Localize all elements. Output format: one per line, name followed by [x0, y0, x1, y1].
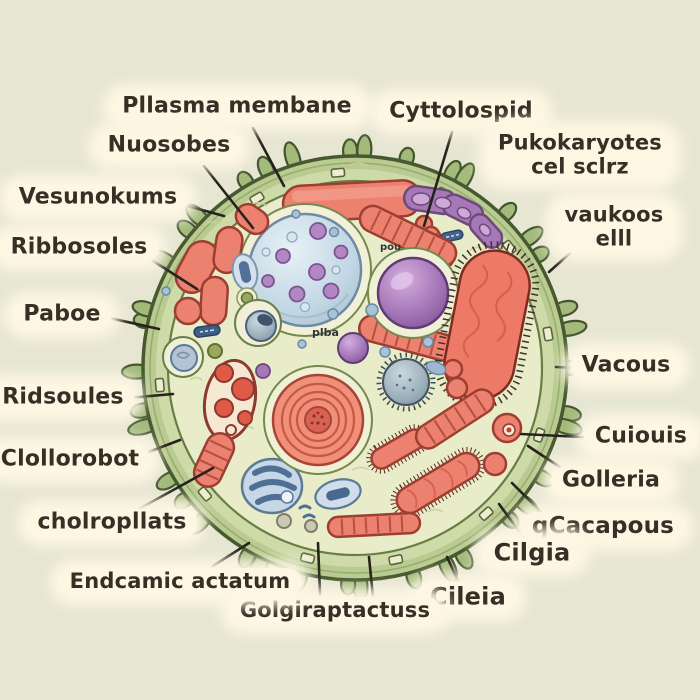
organelle-red-sac	[202, 358, 258, 442]
leader-line-cyttolospid	[422, 130, 454, 228]
organelle-purple-vesicle-b	[255, 363, 271, 379]
membrane-gate	[249, 191, 265, 206]
micro-text-plba: plba	[312, 326, 339, 339]
membrane-gate	[154, 377, 165, 393]
organelle-grey-sphere-a	[234, 299, 282, 347]
organelle-blue-oval	[314, 478, 362, 510]
cell: pou plba	[120, 134, 588, 603]
organelle-segmented-rod-e	[326, 511, 422, 539]
organelle-red-capsules-left	[173, 202, 270, 327]
organelle-segmented-rod-b	[358, 204, 458, 268]
leader-line-cileia	[445, 555, 461, 585]
membrane-gate	[197, 486, 213, 502]
membrane-gate	[299, 552, 316, 565]
organelle-small-vesicles	[161, 209, 447, 376]
membrane-gate	[478, 506, 494, 521]
organelle-grey-vesicle-b	[304, 519, 318, 533]
organelle-nucleus	[238, 203, 372, 337]
organelle-blue-cluster	[240, 457, 316, 519]
organelle-purple-sphere	[367, 247, 459, 339]
leader-line-qcacapous	[510, 481, 548, 519]
organelle-blue-vesicles-left	[193, 253, 259, 338]
leader-line-nuosobes	[202, 164, 255, 230]
organelle-red-vesicle-d	[445, 376, 469, 400]
organelle-red-ear	[491, 412, 523, 444]
organelle-red-vesicle-c	[442, 358, 464, 380]
organelle-concentric-body	[263, 365, 373, 475]
organelle-grey-sphere-b	[162, 336, 204, 378]
organelle-red-vesicle-b	[482, 451, 508, 477]
leader-line-golgiraptactuss	[367, 555, 375, 599]
leader-line-endcamic-actatum	[211, 541, 251, 568]
organelle-fuzzy-rod-b	[390, 446, 486, 520]
leader-line-cholropllats	[137, 466, 215, 511]
organelle-grey-vesicle-a	[276, 513, 292, 529]
organelle-purple-vesicle-a	[337, 332, 369, 364]
organelle-green-vesicle-a	[207, 343, 223, 359]
leader-line-pllasma-membane	[251, 126, 286, 188]
micro-text-pou: pou	[380, 242, 401, 253]
organelle-segmented-rod-d	[414, 388, 496, 450]
leader-line-golgiraptactuss	[316, 541, 322, 596]
membrane-gate	[542, 326, 554, 342]
membrane-gate	[330, 167, 346, 178]
organelle-spiky-ball	[376, 352, 436, 412]
membrane-gate	[388, 554, 404, 566]
organelle-purple-chain	[402, 184, 504, 249]
membrane-gates	[154, 167, 554, 566]
